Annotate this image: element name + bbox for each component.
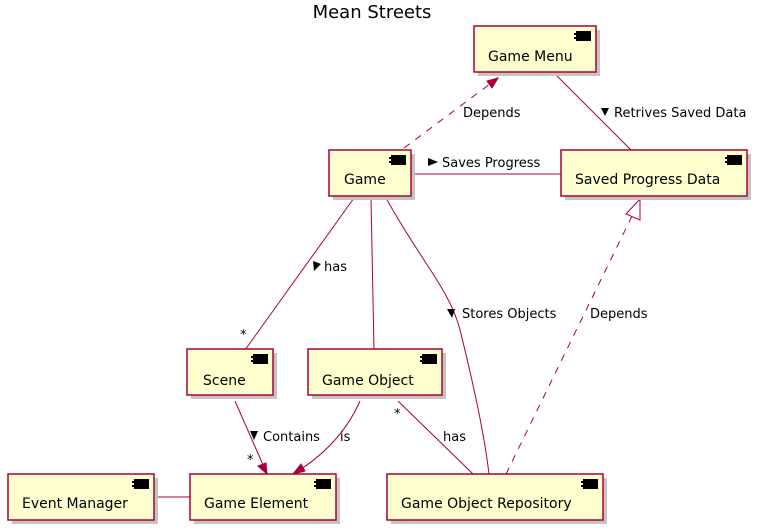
edge-game-stores-objects: [385, 197, 490, 475]
direction-stores-icon: [447, 309, 455, 318]
component-game-object[interactable]: Game Object: [307, 348, 446, 399]
direction-has-icon: [313, 261, 321, 271]
arrowhead-game-menu: [486, 77, 500, 89]
component-icon: [132, 479, 149, 489]
component-game-object-repository[interactable]: Game Object Repository: [386, 473, 607, 524]
label-depends-menu: Depends: [463, 106, 521, 121]
label-has-repo: has: [443, 430, 466, 445]
edge-game-depends-menu: [403, 77, 499, 149]
component-icon: [574, 31, 591, 41]
label-saves-progress: Saves Progress: [442, 156, 541, 171]
component-label: Game Object Repository: [401, 496, 572, 512]
multiplicity-contains: *: [247, 453, 254, 468]
label-stores-objects: Stores Objects: [462, 307, 557, 322]
label-has-scene: has: [324, 260, 347, 275]
component-icon: [314, 479, 331, 489]
label-contains: Contains: [263, 430, 320, 445]
component-icon: [420, 354, 437, 364]
label-retrives: Retrives Saved Data: [614, 106, 746, 121]
arrowhead-is: [291, 463, 306, 475]
component-icon: [725, 155, 742, 165]
diagram-title: Mean Streets: [313, 2, 432, 23]
component-game-menu[interactable]: Game Menu: [473, 25, 600, 76]
component-icon: [581, 479, 598, 489]
edge-scene-contains: [234, 400, 268, 475]
component-event-manager[interactable]: Event Manager: [7, 473, 158, 524]
edge-game-game-object: [370, 197, 375, 351]
direction-contains-icon: [250, 431, 258, 440]
component-label: Game Object: [322, 373, 414, 389]
label-depends-repo: Depends: [590, 307, 648, 322]
component-label: Saved Progress Data: [575, 172, 720, 188]
component-label: Game: [344, 172, 386, 188]
component-scene[interactable]: Scene: [186, 348, 277, 399]
component-label: Game Menu: [488, 49, 573, 65]
component-game[interactable]: Game: [328, 149, 415, 200]
direction-retrives-icon: [601, 108, 609, 116]
edge-repo-depends-saved: [505, 211, 635, 475]
component-label: Scene: [203, 373, 246, 389]
component-saved-progress-data[interactable]: Saved Progress Data: [560, 149, 751, 200]
component-label: Game Element: [204, 496, 309, 512]
direction-saves-icon: [428, 158, 438, 166]
edge-game-object-has-repo: [397, 400, 474, 475]
multiplicity-game-object: *: [394, 407, 401, 422]
edge-menu-saved-data: [555, 74, 632, 151]
edge-game-has-scene: [244, 197, 355, 351]
label-is: is: [340, 430, 351, 445]
arrowhead-contains: [257, 462, 268, 476]
component-icon: [389, 155, 406, 165]
component-label: Event Manager: [22, 496, 128, 512]
open-triangle-head: [625, 197, 641, 221]
component-game-element[interactable]: Game Element: [189, 473, 340, 524]
component-icon: [251, 354, 268, 364]
multiplicity-scene: *: [240, 328, 247, 343]
